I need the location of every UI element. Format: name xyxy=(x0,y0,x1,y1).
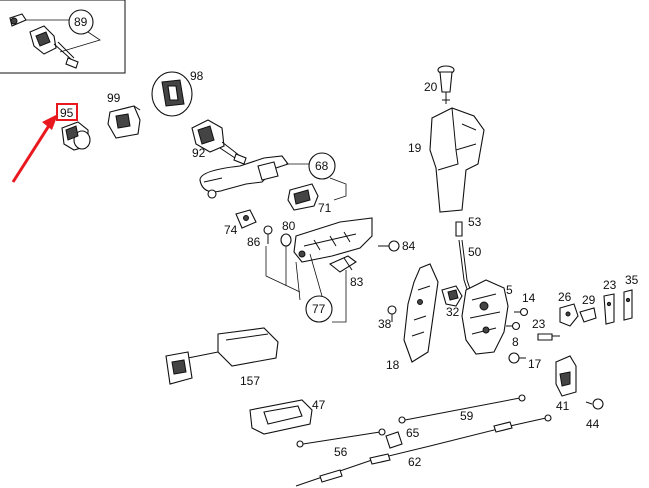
part-32[interactable] xyxy=(603,293,615,325)
part-62-cable[interactable] xyxy=(295,414,552,487)
callout-77: 77 xyxy=(312,302,326,316)
part-74[interactable] xyxy=(235,209,257,229)
callout-35: 23 xyxy=(532,317,546,331)
part-19[interactable] xyxy=(429,107,485,213)
part-157[interactable] xyxy=(165,327,279,385)
part-23b[interactable] xyxy=(506,321,521,331)
part-80[interactable] xyxy=(280,233,292,247)
callout-50: 50 xyxy=(468,245,482,259)
callout-65: 65 xyxy=(406,426,420,440)
part-5-lock[interactable] xyxy=(461,279,509,355)
callout-18: 18 xyxy=(386,358,400,372)
part-47[interactable] xyxy=(249,399,313,435)
callout-68: 68 xyxy=(315,159,329,173)
callout-circle-89 xyxy=(68,9,94,35)
callout-80: 80 xyxy=(282,219,296,233)
callout-29: 29 xyxy=(582,293,596,307)
part-41[interactable] xyxy=(555,355,577,397)
callout-74: 74 xyxy=(224,223,238,237)
callout-44: 44 xyxy=(586,417,600,431)
callout-circle-68 xyxy=(308,152,336,180)
callout-5: 5 xyxy=(506,283,513,297)
arrow-icon xyxy=(11,114,58,183)
callout-95: 95 xyxy=(60,106,74,120)
callout-41: 41 xyxy=(556,399,570,413)
part-38[interactable] xyxy=(623,289,633,321)
callout-8: 32 xyxy=(446,305,460,319)
part-56-rod[interactable] xyxy=(296,428,386,448)
callout-86: 86 xyxy=(247,235,261,249)
part-65[interactable] xyxy=(385,431,403,449)
callout-59: 59 xyxy=(460,409,474,423)
callout-circle-77 xyxy=(305,295,333,323)
callout-20: 20 xyxy=(424,80,438,94)
part-44[interactable] xyxy=(585,398,604,410)
highlight-box-95 xyxy=(56,103,78,121)
part-23a[interactable] xyxy=(387,305,397,322)
callout-26: 26 xyxy=(558,290,572,304)
callout-98: 98 xyxy=(190,69,204,83)
callout-62: 62 xyxy=(408,455,422,469)
part-89-drawing[interactable] xyxy=(9,13,101,69)
part-92[interactable] xyxy=(191,119,247,165)
part-53[interactable] xyxy=(455,221,463,237)
callout-157: 157 xyxy=(240,374,260,388)
part-98[interactable] xyxy=(151,71,193,117)
callout-47: 47 xyxy=(312,398,326,412)
part-35[interactable] xyxy=(537,333,560,341)
part-83[interactable] xyxy=(328,255,357,273)
part-14[interactable] xyxy=(514,307,529,317)
part-8[interactable] xyxy=(441,285,463,307)
callout-19: 19 xyxy=(408,141,422,155)
part-86[interactable] xyxy=(263,225,273,244)
part-59-rod[interactable] xyxy=(398,394,526,424)
callout-84: 84 xyxy=(402,239,416,253)
callout-92: 92 xyxy=(192,146,206,160)
callout-32: 23 xyxy=(603,278,617,292)
part-71[interactable] xyxy=(287,183,319,211)
callout-14: 14 xyxy=(522,291,536,305)
callout-23b: 8 xyxy=(512,335,519,349)
handle-carrier[interactable] xyxy=(293,217,373,263)
part-29[interactable] xyxy=(579,307,597,323)
callout-99: 99 xyxy=(107,91,121,105)
callout-89: 89 xyxy=(74,15,88,29)
part-20[interactable] xyxy=(437,65,455,104)
callout-83: 83 xyxy=(350,275,364,289)
part-68-handle[interactable] xyxy=(199,155,289,199)
callout-23a: 38 xyxy=(378,317,392,331)
callout-38: 35 xyxy=(625,273,639,287)
part-84[interactable] xyxy=(378,240,400,252)
callout-71: 71 xyxy=(318,201,332,215)
part-95[interactable] xyxy=(61,121,91,151)
callout-56: 56 xyxy=(334,445,348,459)
inset-box-89: 89 xyxy=(0,0,126,74)
callout-17: 17 xyxy=(528,357,542,371)
part-18[interactable] xyxy=(403,263,439,363)
part-17[interactable] xyxy=(508,352,526,364)
part-26[interactable] xyxy=(559,303,579,327)
part-99[interactable] xyxy=(107,105,141,139)
callout-53: 53 xyxy=(468,215,482,229)
